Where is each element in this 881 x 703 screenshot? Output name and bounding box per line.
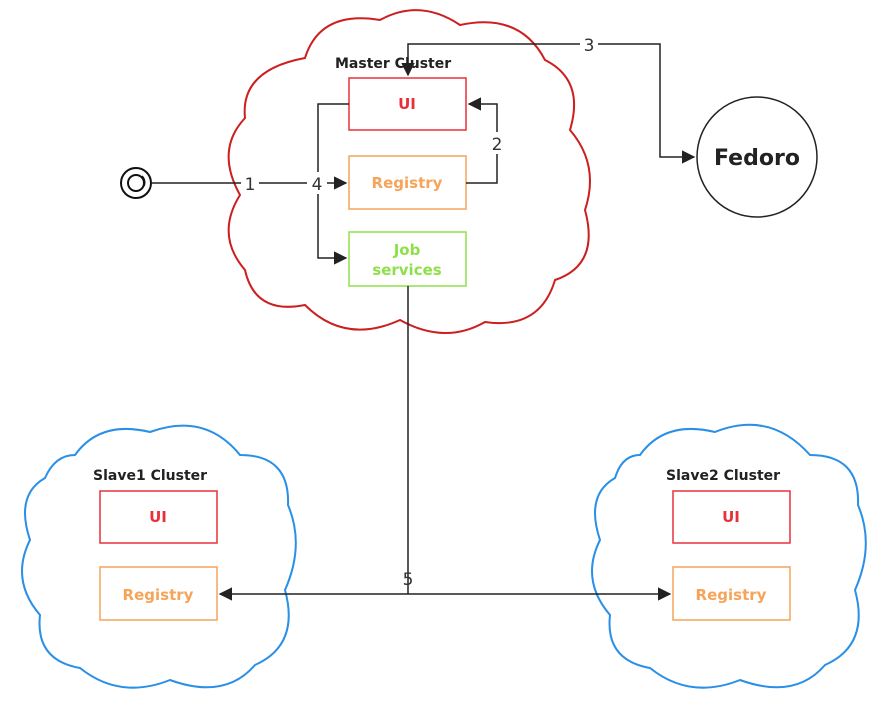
master-registry-box[interactable] [348,155,467,210]
slave1-registry-label: Registry [123,586,194,604]
slave2-registry-box[interactable] [672,566,791,621]
slave2-ui-box[interactable] [672,490,791,544]
fedoro-node[interactable] [696,96,818,218]
master-cluster-title: Master Cluster [335,56,451,72]
master-job-services-box[interactable] [348,231,467,287]
edge-1-label: 1 [245,175,256,195]
fedoro-label: Fedoro [714,146,800,171]
slave1-ui-label: UI [149,508,167,526]
master-ui-label: UI [398,95,416,113]
slave1-cluster-cloud [21,424,297,689]
edge-3-label: 3 [584,36,595,56]
edge-2-label: 2 [492,135,503,155]
master-job-label-line2: services [372,261,441,279]
edge-4-label: 4 [312,175,323,195]
master-job-label-line1: Job [393,241,421,259]
slave2-ui-label: UI [722,508,740,526]
slave2-registry-label: Registry [696,586,767,604]
slave1-registry-box[interactable] [99,566,218,621]
edge-5-label: 5 [403,570,414,590]
slave1-cluster-title: Slave1 Cluster [93,468,207,484]
slave2-cluster-cloud [591,423,867,689]
client-icon [120,167,152,199]
slave1-ui-box[interactable] [99,490,218,544]
slave2-cluster-title: Slave2 Cluster [666,468,780,484]
edge-3-line [401,43,696,164]
master-registry-label: Registry [372,174,443,192]
